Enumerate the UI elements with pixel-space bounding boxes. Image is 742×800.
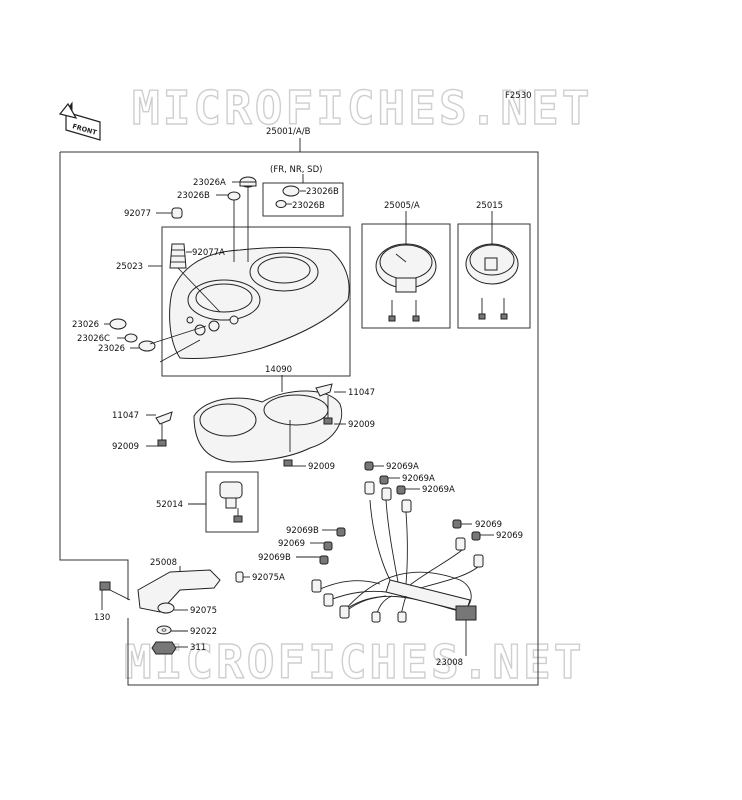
label-92077: 92077 <box>124 209 151 219</box>
nut-311 <box>151 641 177 655</box>
label-92022: 92022 <box>190 627 217 637</box>
label-23026-b: 23026 <box>98 344 125 354</box>
label-14090: 14090 <box>265 365 292 375</box>
label-92009-a: 92009 <box>112 442 139 452</box>
meter-cover-25023 <box>169 246 350 359</box>
label-52014: 52014 <box>156 500 183 510</box>
label-25015: 25015 <box>476 201 503 211</box>
sensor-52014 <box>219 481 243 523</box>
front-arrow-icon: FRONT <box>58 101 101 141</box>
part-labels: 25001/A/B 23026A 23026B (FR, NR, SD) 230… <box>72 127 523 668</box>
label-92009-c: 92009 <box>308 462 335 472</box>
cover-group-frame <box>161 226 351 377</box>
label-23026-a: 23026 <box>72 320 99 330</box>
speedometer-25005 <box>375 243 437 322</box>
label-92069B-b: 92069B <box>258 553 291 563</box>
label-92069-b: 92069 <box>475 520 502 530</box>
label-23026C: 23026C <box>77 334 110 344</box>
sensor-frame <box>205 471 259 533</box>
label-23026B-a: 23026B <box>177 191 210 201</box>
boot-92077A <box>169 243 187 269</box>
label-92069B-a: 92069B <box>286 526 319 536</box>
label-variant-note: (FR, NR, SD) <box>270 165 322 175</box>
label-130: 130 <box>94 613 110 623</box>
grommet-23026-b <box>138 340 156 352</box>
tachometer-frame <box>457 223 531 329</box>
bolt-130 <box>99 581 131 601</box>
label-11047-a: 11047 <box>112 411 139 421</box>
grommet-23026A <box>239 176 257 188</box>
label-25023: 25023 <box>116 262 143 272</box>
leader-lines <box>101 181 494 656</box>
bracket-11047-left <box>155 411 173 425</box>
bracket-11047-right <box>315 383 333 397</box>
label-92009-b: 92009 <box>348 420 375 430</box>
label-25008: 25008 <box>150 558 177 568</box>
label-92069A-c: 92069A <box>422 485 455 495</box>
label-92069-a: 92069 <box>278 539 305 549</box>
collar-92075 <box>157 602 175 614</box>
grommet-variant-2 <box>275 200 287 208</box>
label-92075: 92075 <box>190 606 217 616</box>
meter-case-14090 <box>193 390 343 463</box>
label-92069A-b: 92069A <box>402 474 435 484</box>
bracket-25008 <box>137 566 221 613</box>
grommet-23026-a <box>109 318 127 330</box>
label-92075A: 92075A <box>252 573 285 583</box>
washer-92022 <box>156 625 172 635</box>
plug-92077 <box>171 207 183 219</box>
diagram-code: F2530 <box>505 91 532 101</box>
screw-92009-left <box>157 424 167 447</box>
label-11047-b: 11047 <box>348 388 375 398</box>
grommet-23026B <box>227 191 241 201</box>
label-23026B-c: 23026B <box>292 201 325 211</box>
label-92069-c: 92069 <box>496 531 523 541</box>
label-92069A-a: 92069A <box>386 462 419 472</box>
tachometer-25015 <box>465 243 519 320</box>
grommet-92075A <box>235 571 244 583</box>
label-25005: 25005/A <box>384 201 420 211</box>
harness-23008 <box>311 461 484 650</box>
screw-92009-center <box>283 459 293 467</box>
assembly-frame <box>59 151 539 686</box>
grommet-variant-1 <box>282 185 300 197</box>
grommet-23026C <box>124 333 138 343</box>
watermark-bottom: MICROFICHES.NET <box>124 635 584 689</box>
label-25001: 25001/A/B <box>266 127 311 137</box>
label-311: 311 <box>190 643 206 653</box>
label-23008: 23008 <box>436 658 463 668</box>
watermark-top: MICROFICHES.NET <box>132 81 592 135</box>
label-23026B-b: 23026B <box>306 187 339 197</box>
label-92077A: 92077A <box>192 248 225 258</box>
label-23026A: 23026A <box>193 178 226 188</box>
screw-92009-right <box>323 396 333 425</box>
